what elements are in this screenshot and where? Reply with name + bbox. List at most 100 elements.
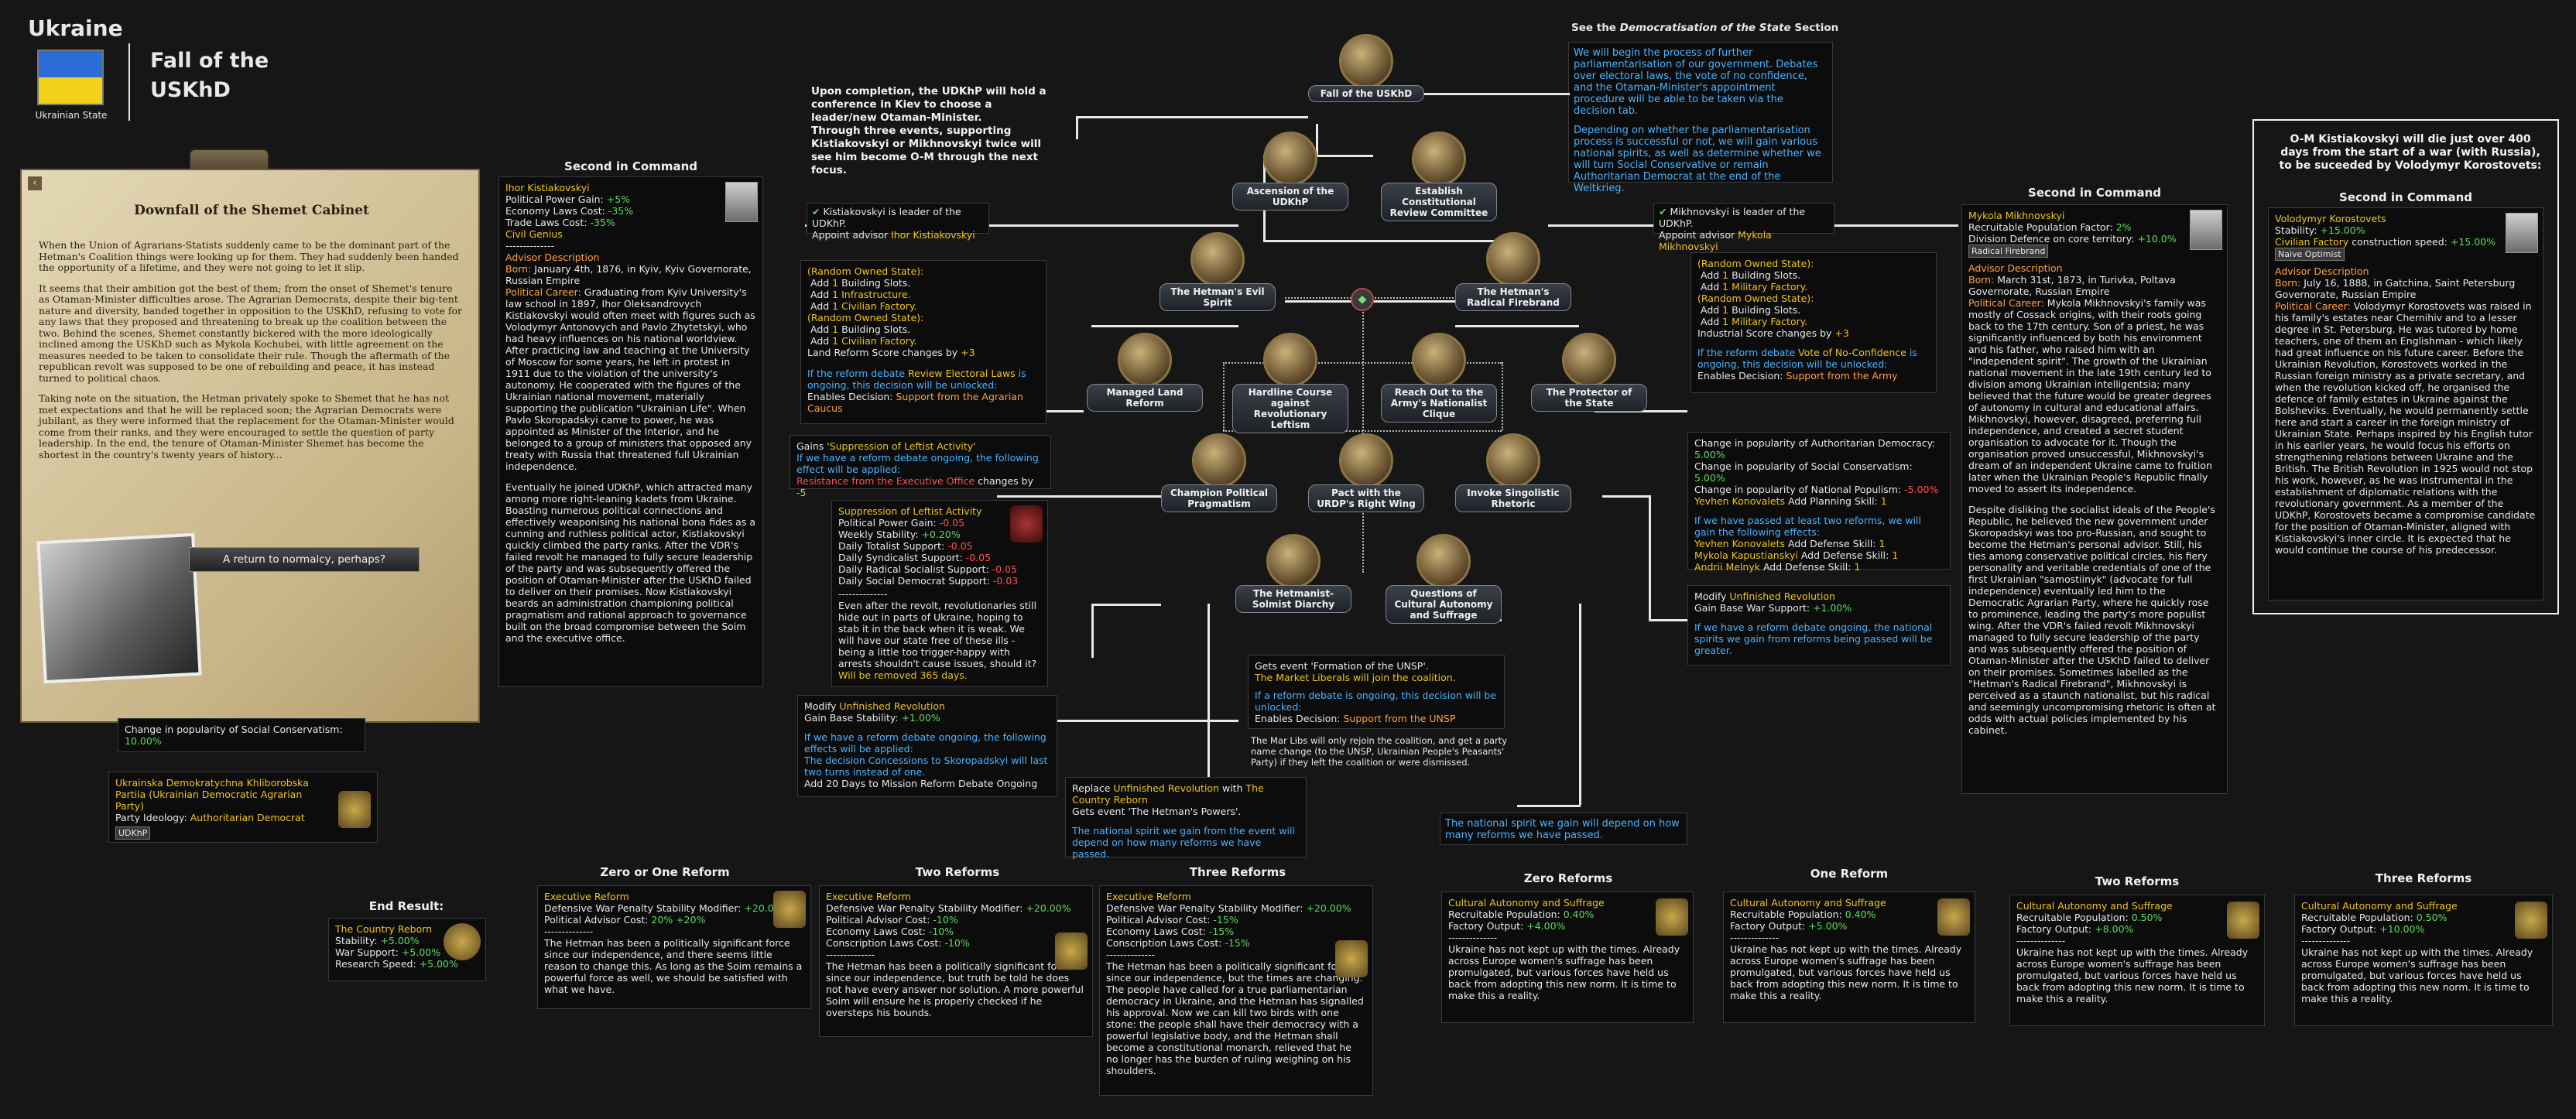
protector-popularity-box: Change in popularity of Authoritarian De… [1687, 432, 1951, 570]
focus-singolistic-rhetoric[interactable]: Invoke Singolistic Rhetoric [1455, 433, 1571, 512]
cultural-icon [1656, 898, 1688, 936]
connector [1091, 604, 1094, 658]
right-sic-panel: Mykola Mikhnovskyi Recruitable Populatio… [1961, 204, 2228, 794]
connector [1076, 116, 1078, 139]
exec-reform-two: Executive Reform Defensive War Penalty S… [819, 885, 1093, 1037]
focus-hetmanist-soimist-diarchy[interactable]: The Hetmanist-Solmist Diarchy [1235, 534, 1351, 613]
kis-leader-box: ✔ Kistiakovskyi is leader of the UDKhP. … [807, 203, 989, 234]
democratisation-ref: See the Democratisation of the State Sec… [1571, 22, 1838, 34]
connector [1602, 495, 1649, 498]
crest-icon [1263, 132, 1317, 186]
party-box: Ukrainska Demokratychna Khliborobska Par… [108, 772, 378, 843]
country-flag [37, 50, 104, 105]
header-divider [128, 43, 130, 121]
party-tag: UDKhP [115, 826, 150, 840]
focus-radical-firebrand[interactable]: The Hetman's Radical Firebrand [1455, 232, 1571, 311]
event-body: When the Union of Agrarians-Statists sud… [39, 240, 466, 470]
pragmatism-modify-box: Modify Unfinished Revolution Gain Base S… [797, 695, 1057, 797]
portrait-icon [1486, 232, 1540, 286]
connector [1579, 604, 1581, 805]
protector-box: (Random Owned State): Add 1 Building Slo… [1690, 252, 1937, 393]
exec-reform-zero-one: Executive Reform Defensive War Penalty S… [537, 885, 811, 1009]
portrait-icon [1192, 433, 1246, 488]
portrait-icon [1266, 534, 1321, 588]
page-title: Fall of the USKhD [150, 46, 269, 105]
executive-icon [1335, 940, 1368, 977]
singolistic-modify-box: Modify Unfinished Revolution Gain Base W… [1687, 585, 1951, 666]
land-reform-box: (Random Owned State): Add 1 Building Slo… [800, 260, 1046, 424]
handshake-icon [1339, 433, 1393, 488]
check-icon: ✔ [812, 206, 820, 217]
flag-icon [1486, 433, 1540, 488]
right-sic-header: Second in Command [1961, 186, 2228, 200]
kistiakovskyi-portrait [725, 182, 758, 222]
mutual-exclusive-icon: ◆ [1351, 288, 1374, 311]
focus-managed-land-reform[interactable]: Managed Land Reform [1087, 333, 1203, 412]
focus-cultural-autonomy[interactable]: Questions of Cultural Autonomy and Suffr… [1386, 534, 1502, 624]
event-option-button[interactable]: A return to normalcy, perhaps? [189, 547, 420, 572]
dotted-connector [1502, 362, 1503, 430]
connector [1076, 116, 1308, 118]
crown-icon [1339, 34, 1393, 88]
focus-army-nationalist-clique[interactable]: Reach Out to the Army's Nationalist Cliq… [1381, 333, 1497, 423]
dotted-connector [1223, 362, 1225, 430]
connector [1415, 93, 1570, 95]
korostovets-panel: Volodymyr Korostovets Stability: +15.00%… [2268, 207, 2543, 601]
connector [1208, 604, 1210, 777]
cultural-three: Cultural Autonomy and Suffrage Recruitab… [2294, 895, 2553, 1026]
focus-political-pragmatism[interactable]: Champion Political Pragmatism [1161, 433, 1277, 512]
left-sic-header: Second in Command [498, 159, 763, 173]
reborn-icon [444, 923, 481, 960]
crowd-icon [1416, 534, 1471, 588]
connector [1517, 805, 1581, 807]
completion-text: Upon completion, the UDKhP will hold a c… [811, 85, 1051, 177]
diarchy-box: Replace Unfinished Revolution with The C… [1065, 777, 1307, 857]
hardline-gains-box: Gains 'Suppression of Leftist Activity' … [790, 435, 1051, 489]
party-emblem-icon [338, 791, 371, 828]
portrait-icon [1190, 232, 1245, 286]
check-icon: ✔ [1659, 206, 1667, 217]
cultural-one: Cultural Autonomy and Suffrage Recruitab… [1723, 891, 1975, 1023]
focus-pact-urdp[interactable]: Pact with the URDP's Right Wing [1308, 433, 1424, 512]
connector [1649, 495, 1651, 619]
cultural-spirit-note: The national spirit we gain will depend … [1440, 813, 1687, 845]
focus-ascension-udkhp[interactable]: Ascension of the UDKhP [1232, 132, 1348, 210]
korostovets-portrait [2506, 213, 2538, 253]
mikhnovskyi-portrait [2190, 210, 2222, 250]
connector [1091, 325, 1238, 327]
democratisation-box: We will begin the process of further par… [1568, 42, 1833, 183]
focus-hardline-course[interactable]: Hardline Course against Revolutionary Le… [1232, 333, 1348, 433]
country-name: Ukraine [28, 15, 123, 41]
focus-constitutional-review[interactable]: Establish Constitutional Review Committe… [1381, 132, 1497, 221]
focus-fall-of-uskhd[interactable]: Fall of the USKhD [1308, 34, 1424, 102]
korostovets-intro: O-M Kistiakovskyi will die just over 400… [2279, 133, 2542, 173]
soldier-icon [1412, 333, 1466, 387]
cultural-icon [2515, 902, 2547, 939]
wheat-icon [1118, 333, 1172, 387]
connector [1091, 604, 1161, 606]
cultural-icon [1937, 898, 1970, 936]
pact-urdp-box: Gets event 'Formation of the UNSP'. The … [1248, 655, 1505, 729]
soldier-icon [1263, 333, 1317, 387]
country-sub: Ukrainian State [31, 110, 111, 121]
event-title: Downfall of the Shemet Cabinet [22, 203, 481, 218]
suppression-icon [1010, 505, 1043, 542]
social-conservatism-change: Change in popularity of Social Conservat… [118, 718, 365, 752]
exec-reform-three: Executive Reform Defensive War Penalty S… [1099, 885, 1373, 1096]
event-window: ‹ Downfall of the Shemet Cabinet When th… [20, 169, 480, 723]
cultural-two: Cultural Autonomy and Suffrage Recruitab… [2009, 895, 2265, 1026]
party-name: Ukrainska Demokratychna Khliborobska Par… [115, 777, 324, 812]
cultural-icon [2227, 902, 2259, 939]
focus-protector-of-state[interactable]: The Protector of the State [1531, 333, 1647, 412]
fort-icon [1562, 333, 1616, 387]
left-sic-panel: Ihor Kistiakovskyi Political Power Gain:… [498, 176, 763, 687]
back-icon[interactable]: ‹ [28, 176, 42, 190]
event-picture [36, 533, 201, 683]
hat-icon [1412, 132, 1466, 186]
executive-icon [773, 891, 806, 928]
end-result-header: End Result: [325, 899, 488, 913]
executive-icon [1055, 932, 1088, 970]
mik-leader-box: ✔ Mikhnovskyi is leader of the UDKhP. Ap… [1653, 203, 1834, 234]
suppression-spirit-box: Suppression of Leftist Activity Politica… [831, 500, 1048, 687]
focus-hetmans-evil-spirit[interactable]: The Hetman's Evil Spirit [1160, 232, 1276, 311]
